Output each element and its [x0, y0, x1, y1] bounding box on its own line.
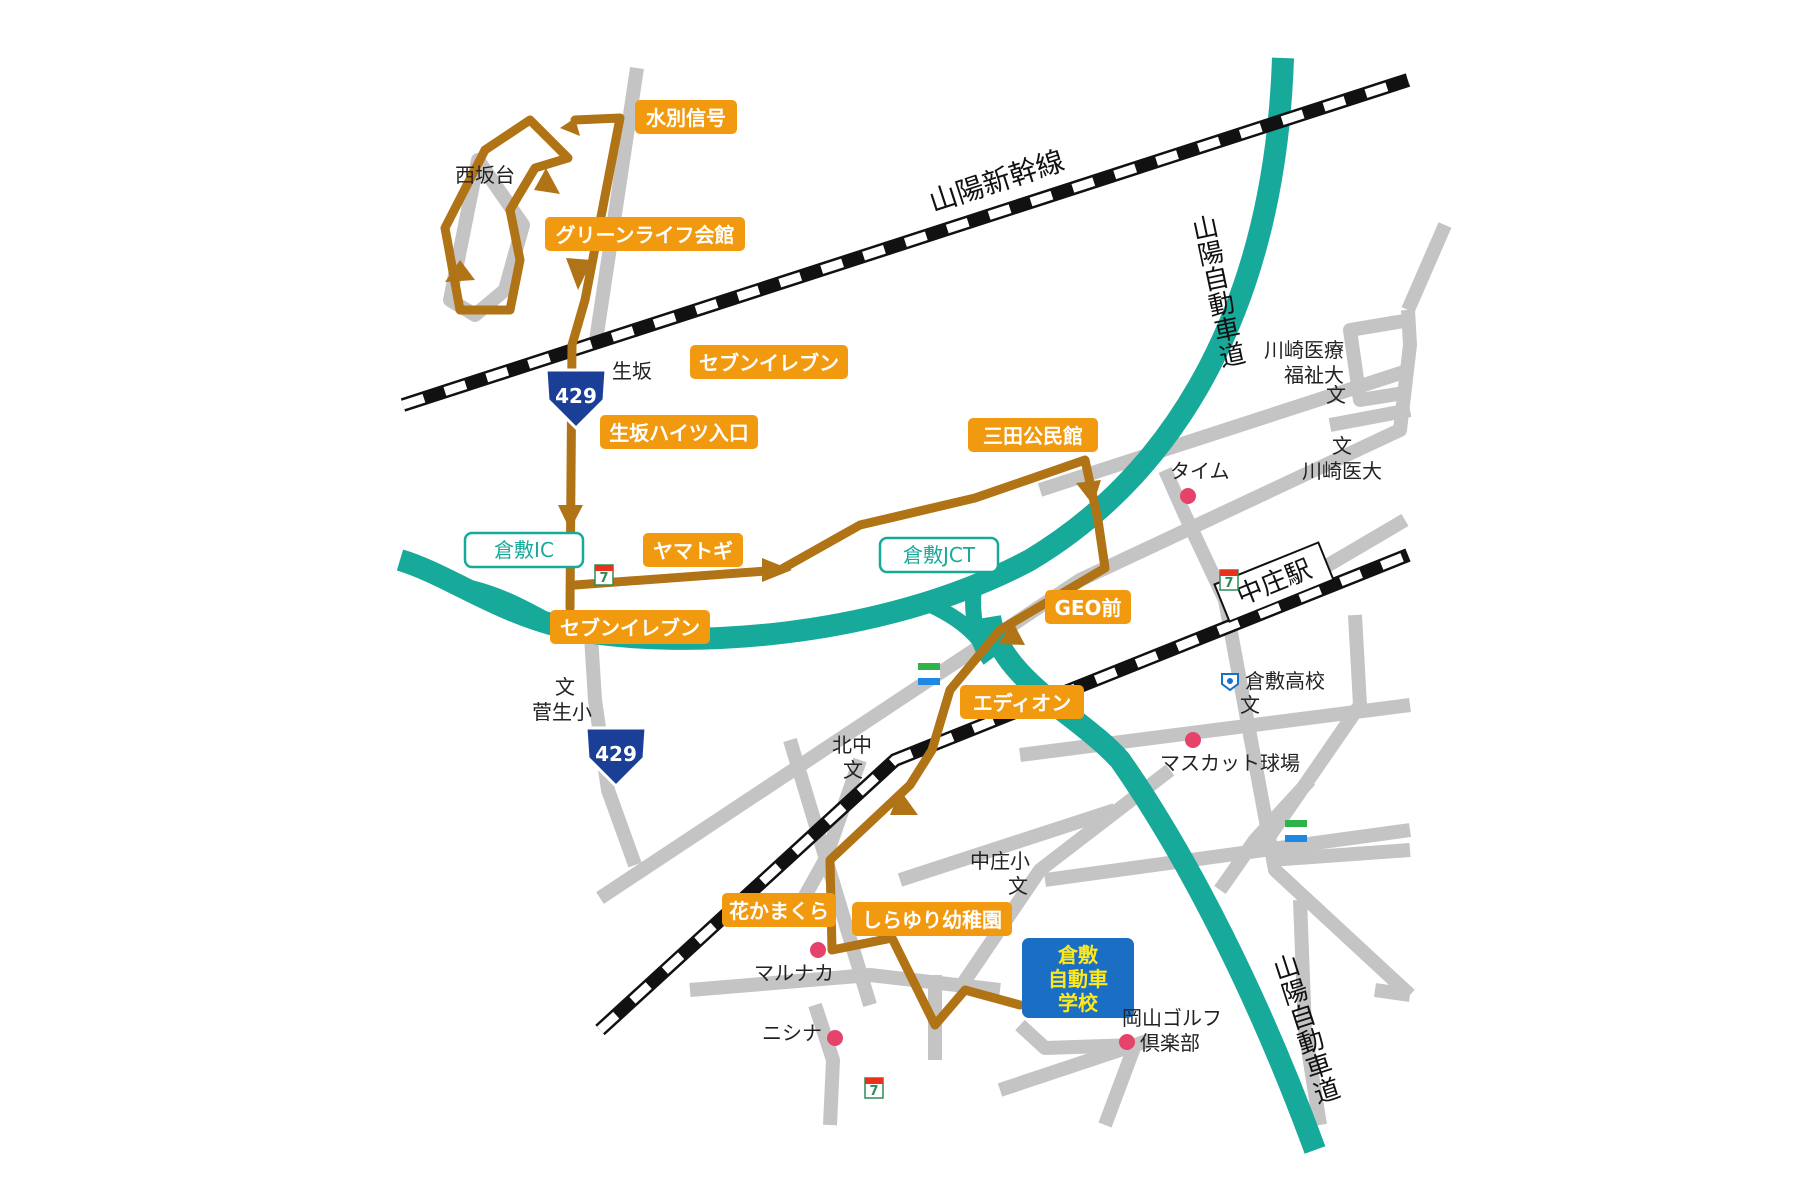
place-time: タイム: [1170, 459, 1230, 483]
stop-label: エディオン: [973, 691, 1072, 715]
svg-text:7: 7: [869, 1084, 878, 1099]
seven-eleven-icon: 7: [594, 564, 614, 586]
place-kawasaki-iryo-2: 福祉大: [1284, 363, 1344, 387]
route-arrow-icon: [560, 118, 580, 136]
kurashiki-jct-label: 倉敷JCT: [878, 536, 1000, 574]
stop-shirayuri: しらゆり幼稚園: [852, 902, 1012, 936]
svg-text:7: 7: [1224, 576, 1233, 591]
stop-label: しらゆり幼稚園: [862, 908, 1002, 932]
route-arrow-icon: [1076, 480, 1101, 505]
route-arrow-icon: [534, 168, 560, 194]
school-name-line3: 学校: [1058, 991, 1099, 1015]
route-arrow-icon: [558, 505, 583, 530]
place-kurashiki-high-mark: 文: [1240, 693, 1260, 717]
stop-mizuwake: 水別信号: [635, 100, 737, 134]
place-nishina: ニシナ: [762, 1021, 822, 1045]
place-kawasaki-iryo-1: 川崎医療: [1264, 338, 1344, 362]
expressway-lines: [396, 57, 1326, 1154]
place-kitanaka: 北中: [832, 733, 872, 757]
place-nakasho-elem: 中庄小: [970, 849, 1030, 873]
place-sugo-mark: 文: [555, 675, 575, 699]
stop-label: 花かまくら: [729, 899, 829, 923]
route-arrow-icon: [998, 622, 1025, 645]
place-nishisakadai: 西坂台: [455, 163, 515, 187]
jr-line: [595, 548, 1411, 1036]
poi-time-marker-icon: [1180, 488, 1196, 504]
route-number: 429: [595, 742, 637, 766]
stop-green-life: グリーンライフ会館: [545, 217, 745, 251]
poi-golf-marker-icon: [1119, 1034, 1135, 1050]
place-kawasaki-iryo-mark: 文: [1326, 383, 1346, 407]
seven-eleven-icon: 7: [1219, 569, 1239, 591]
kurashiki-driving-school: 倉敷 自動車 学校: [1022, 938, 1134, 1018]
place-kitanaka-mark: 文: [843, 758, 863, 782]
place-nakasho-mark: 文: [1008, 874, 1028, 898]
stop-seven-south: セブンイレブン: [550, 610, 710, 644]
stop-label: セブンイレブン: [699, 351, 839, 375]
stop-hanakamakura: 花かまくら: [722, 893, 836, 927]
seven-eleven-icon: 7: [864, 1077, 884, 1099]
stop-geo: GEO前: [1045, 590, 1131, 624]
place-kawasaki-idai-mark: 文: [1332, 434, 1352, 458]
place-kawasaki-idai: 川崎医大: [1302, 459, 1382, 483]
place-golf-2: 倶楽部: [1140, 1031, 1200, 1055]
familymart-icon: [1285, 820, 1307, 842]
stop-seven-north: セブンイレブン: [690, 345, 848, 379]
stop-label: ヤマトギ: [653, 539, 733, 563]
stop-mita: 三田公民館: [968, 418, 1098, 452]
svg-text:7: 7: [599, 571, 608, 586]
school-emblem-icon: [1221, 673, 1239, 692]
stop-label: グリーンライフ会館: [556, 223, 735, 247]
stop-edion: エディオン: [960, 685, 1084, 719]
familymart-icon: [918, 663, 940, 685]
place-golf-1: 岡山ゴルフ: [1122, 1006, 1222, 1030]
stop-label: 三田公民館: [983, 424, 1083, 448]
bus-route: [440, 113, 1110, 1030]
school-name-line2: 自動車: [1048, 967, 1108, 991]
place-marunaka: マルナカ: [754, 961, 834, 985]
route-arrow-icon: [762, 558, 792, 582]
poi-nishina-marker-icon: [827, 1030, 843, 1046]
route-arrow-icon: [445, 260, 475, 282]
stop-label: 生坂ハイツ入口: [609, 421, 749, 445]
jct-name: 倉敷JCT: [903, 543, 976, 567]
poi-muscat-marker-icon: [1185, 732, 1201, 748]
stop-label: セブンイレブン: [560, 616, 700, 640]
ic-name: 倉敷IC: [494, 538, 554, 562]
stop-yamatogi: ヤマトギ: [643, 533, 743, 567]
place-muscat: マスカット球場: [1160, 751, 1300, 775]
stop-label: 水別信号: [646, 106, 726, 130]
kurashiki-ic-label: 倉敷IC: [463, 531, 585, 569]
route-429-sign-north: 429: [544, 368, 608, 431]
route-429-sign-south: 429: [584, 726, 648, 789]
place-ikusaka: 生坂: [612, 359, 652, 383]
route-number: 429: [555, 384, 597, 408]
place-sugo: 菅生小: [532, 700, 592, 724]
place-kurashiki-high: 倉敷高校: [1245, 669, 1325, 693]
school-name-line1: 倉敷: [1057, 943, 1099, 967]
stop-ikusaka-heights: 生坂ハイツ入口: [600, 415, 758, 449]
route-arrow-icon: [566, 258, 592, 290]
route-arrow-icon: [890, 790, 918, 815]
stop-label: GEO前: [1054, 596, 1121, 620]
poi-marunaka-marker-icon: [810, 942, 826, 958]
